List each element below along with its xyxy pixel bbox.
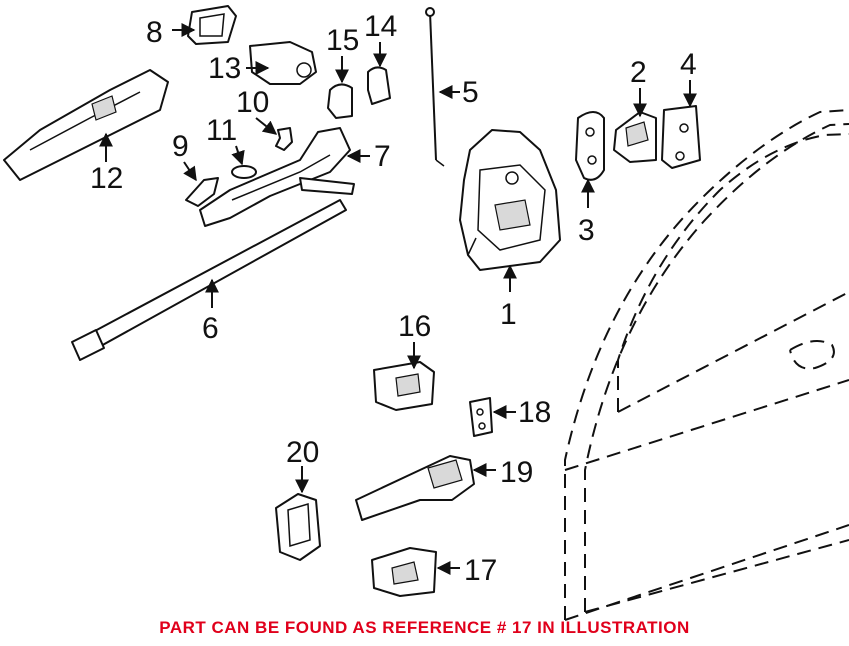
callout-20: 20: [286, 436, 319, 469]
lock-rod-part: [425, 7, 445, 167]
callout-10: 10: [236, 86, 269, 119]
shim-plate-part: [661, 105, 701, 169]
door-outline: [564, 109, 849, 621]
check-shim-part: [469, 397, 493, 437]
callout-19: 19: [500, 456, 533, 489]
bowden-cable-part: [71, 199, 347, 361]
leader-lines: [99, 23, 697, 575]
callout-2: 2: [630, 56, 647, 89]
callout-14: 14: [364, 10, 397, 43]
callout-7: 7: [374, 140, 391, 173]
callout-1: 1: [500, 298, 517, 331]
bracket-part: [373, 361, 435, 411]
callout-18: 18: [518, 396, 551, 429]
callout-6: 6: [202, 312, 219, 345]
callout-15: 15: [326, 24, 359, 57]
callout-5: 5: [462, 76, 479, 109]
cover-cap-part: [367, 66, 391, 105]
callout-11: 11: [206, 114, 237, 147]
outer-handle-part: [199, 127, 355, 227]
callout-8: 8: [146, 16, 163, 49]
seal-ring-part: [231, 165, 257, 179]
handle-cap-part: [185, 177, 219, 207]
reference-footnote: PART CAN BE FOUND AS REFERENCE # 17 IN I…: [159, 618, 690, 637]
callout-9: 9: [172, 130, 189, 163]
callout-16: 16: [398, 310, 431, 343]
callout-4: 4: [680, 48, 697, 81]
cylinder-cap-part: [327, 83, 353, 119]
door-lock-part: [459, 129, 561, 271]
lock-actuator-part: [275, 493, 321, 561]
handle-gasket-part: [187, 5, 237, 45]
lock-cylinder-part: [249, 41, 317, 85]
callout-17: 17: [464, 554, 497, 587]
striker-cover-part: [575, 111, 605, 181]
callout-3: 3: [578, 214, 595, 247]
callout-12: 12: [90, 162, 123, 195]
handle-carrier-part: [3, 69, 169, 181]
hinge-bracket-part: [371, 547, 437, 597]
door-check-part: [355, 455, 475, 521]
handle-clip-part: [275, 127, 293, 151]
callout-13: 13: [208, 52, 241, 85]
striker-plate-part: [613, 111, 657, 163]
